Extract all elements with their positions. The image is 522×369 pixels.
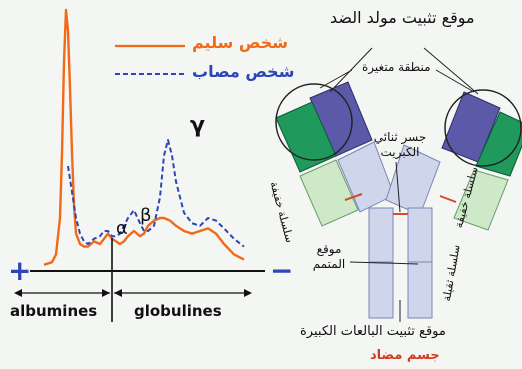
- globulines-label: globulines: [134, 302, 222, 320]
- phagocyte-binding-site-label: موقع تثبيت البالعات الكبيرة: [300, 324, 446, 339]
- globulines-arrowhead-right: [244, 289, 252, 297]
- legend-patient-label: شخص مصاب: [192, 62, 295, 81]
- pointer-bridge: [395, 161, 401, 213]
- disulfide-bridge-label: جسر ثنائي الكبريت: [373, 130, 427, 159]
- hinge-site-label: موقع المتمم: [312, 242, 346, 271]
- albumines-arrowhead-right: [102, 289, 110, 297]
- albumines-label: albumines: [10, 302, 98, 320]
- left-light-constant: [299, 159, 359, 227]
- left-light-variable: [275, 101, 337, 173]
- negative-pole-label: −: [270, 254, 294, 287]
- peak-label-beta: β: [140, 205, 152, 226]
- healthy-series-line: [43, 8, 245, 266]
- legend-healthy-label: شخص سليم: [192, 33, 289, 52]
- pointer-variable-left: [319, 69, 353, 89]
- variable-region-label: منطقة متغيرة: [362, 60, 431, 74]
- disulfide-bridge-left-arm: [344, 193, 363, 201]
- disulfide-bridge-right-arm: [439, 195, 457, 203]
- positive-pole-label: +: [8, 254, 32, 287]
- right-stem-heavy: [407, 207, 433, 319]
- patient-series-line: [67, 139, 245, 248]
- antigen-binding-site-label: موقع تثبيت مولد الضد: [330, 8, 475, 27]
- left-antigen-site-circle: [275, 83, 353, 161]
- right-light-constant: [453, 169, 509, 231]
- pointer-title-right: [423, 47, 479, 95]
- antibody-diagram: [275, 47, 522, 322]
- peak-label-alpha: α: [116, 218, 128, 239]
- right-antigen-site-circle: [444, 89, 522, 167]
- pointer-variable-right: [435, 69, 475, 93]
- antibody-caption: جسم مضاد: [370, 348, 440, 363]
- pointer-hinge: [349, 261, 419, 265]
- albumines-arrowhead-left: [14, 289, 22, 297]
- globulines-arrowhead-left: [114, 289, 122, 297]
- peak-label-gamma: γ: [190, 113, 205, 138]
